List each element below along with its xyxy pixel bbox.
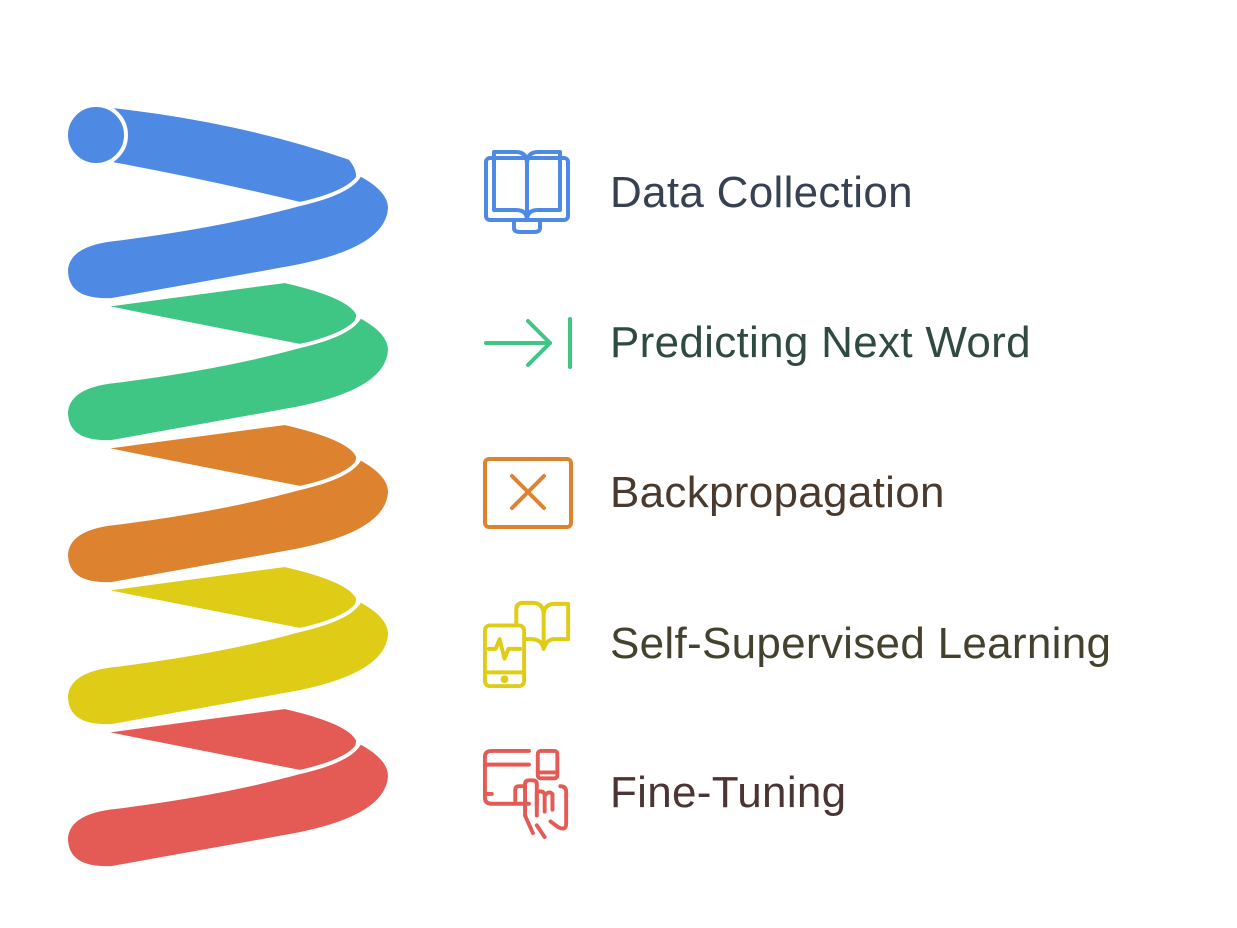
coil-front-segment xyxy=(64,456,392,587)
step-data-collection: Data Collection xyxy=(482,150,913,234)
step-predicting-next-word: Predicting Next Word xyxy=(482,303,1031,383)
step-label: Predicting Next Word xyxy=(610,318,1031,367)
open-book-icon xyxy=(482,150,574,234)
coil-self-supervised-learning xyxy=(64,563,392,729)
step-label: Fine-Tuning xyxy=(610,768,847,817)
step-self-supervised-learning: Self-Supervised Learning xyxy=(482,598,1111,690)
phone-book-icon xyxy=(482,598,574,690)
coil-front-segment xyxy=(64,740,392,871)
coil-front-segment xyxy=(64,172,392,303)
step-backpropagation: Backpropagation xyxy=(482,453,945,533)
coil-predicting-next-word xyxy=(64,279,392,445)
coil-end-cap xyxy=(64,103,128,167)
coil-backpropagation xyxy=(64,421,392,587)
coil-front-segment xyxy=(64,314,392,445)
step-label: Self-Supervised Learning xyxy=(610,619,1112,668)
coil-back-segment xyxy=(110,104,360,206)
coil-data-collection xyxy=(64,103,392,303)
coil-fine-tuning xyxy=(64,705,392,871)
step-fine-tuning: Fine-Tuning xyxy=(482,745,846,841)
step-label: Backpropagation xyxy=(610,468,945,517)
coil-front-segment xyxy=(64,598,392,729)
devices-touch-icon xyxy=(482,745,574,841)
arrow-right-to-line-icon xyxy=(482,303,574,383)
x-box-icon xyxy=(482,453,574,533)
step-label: Data Collection xyxy=(610,168,913,217)
